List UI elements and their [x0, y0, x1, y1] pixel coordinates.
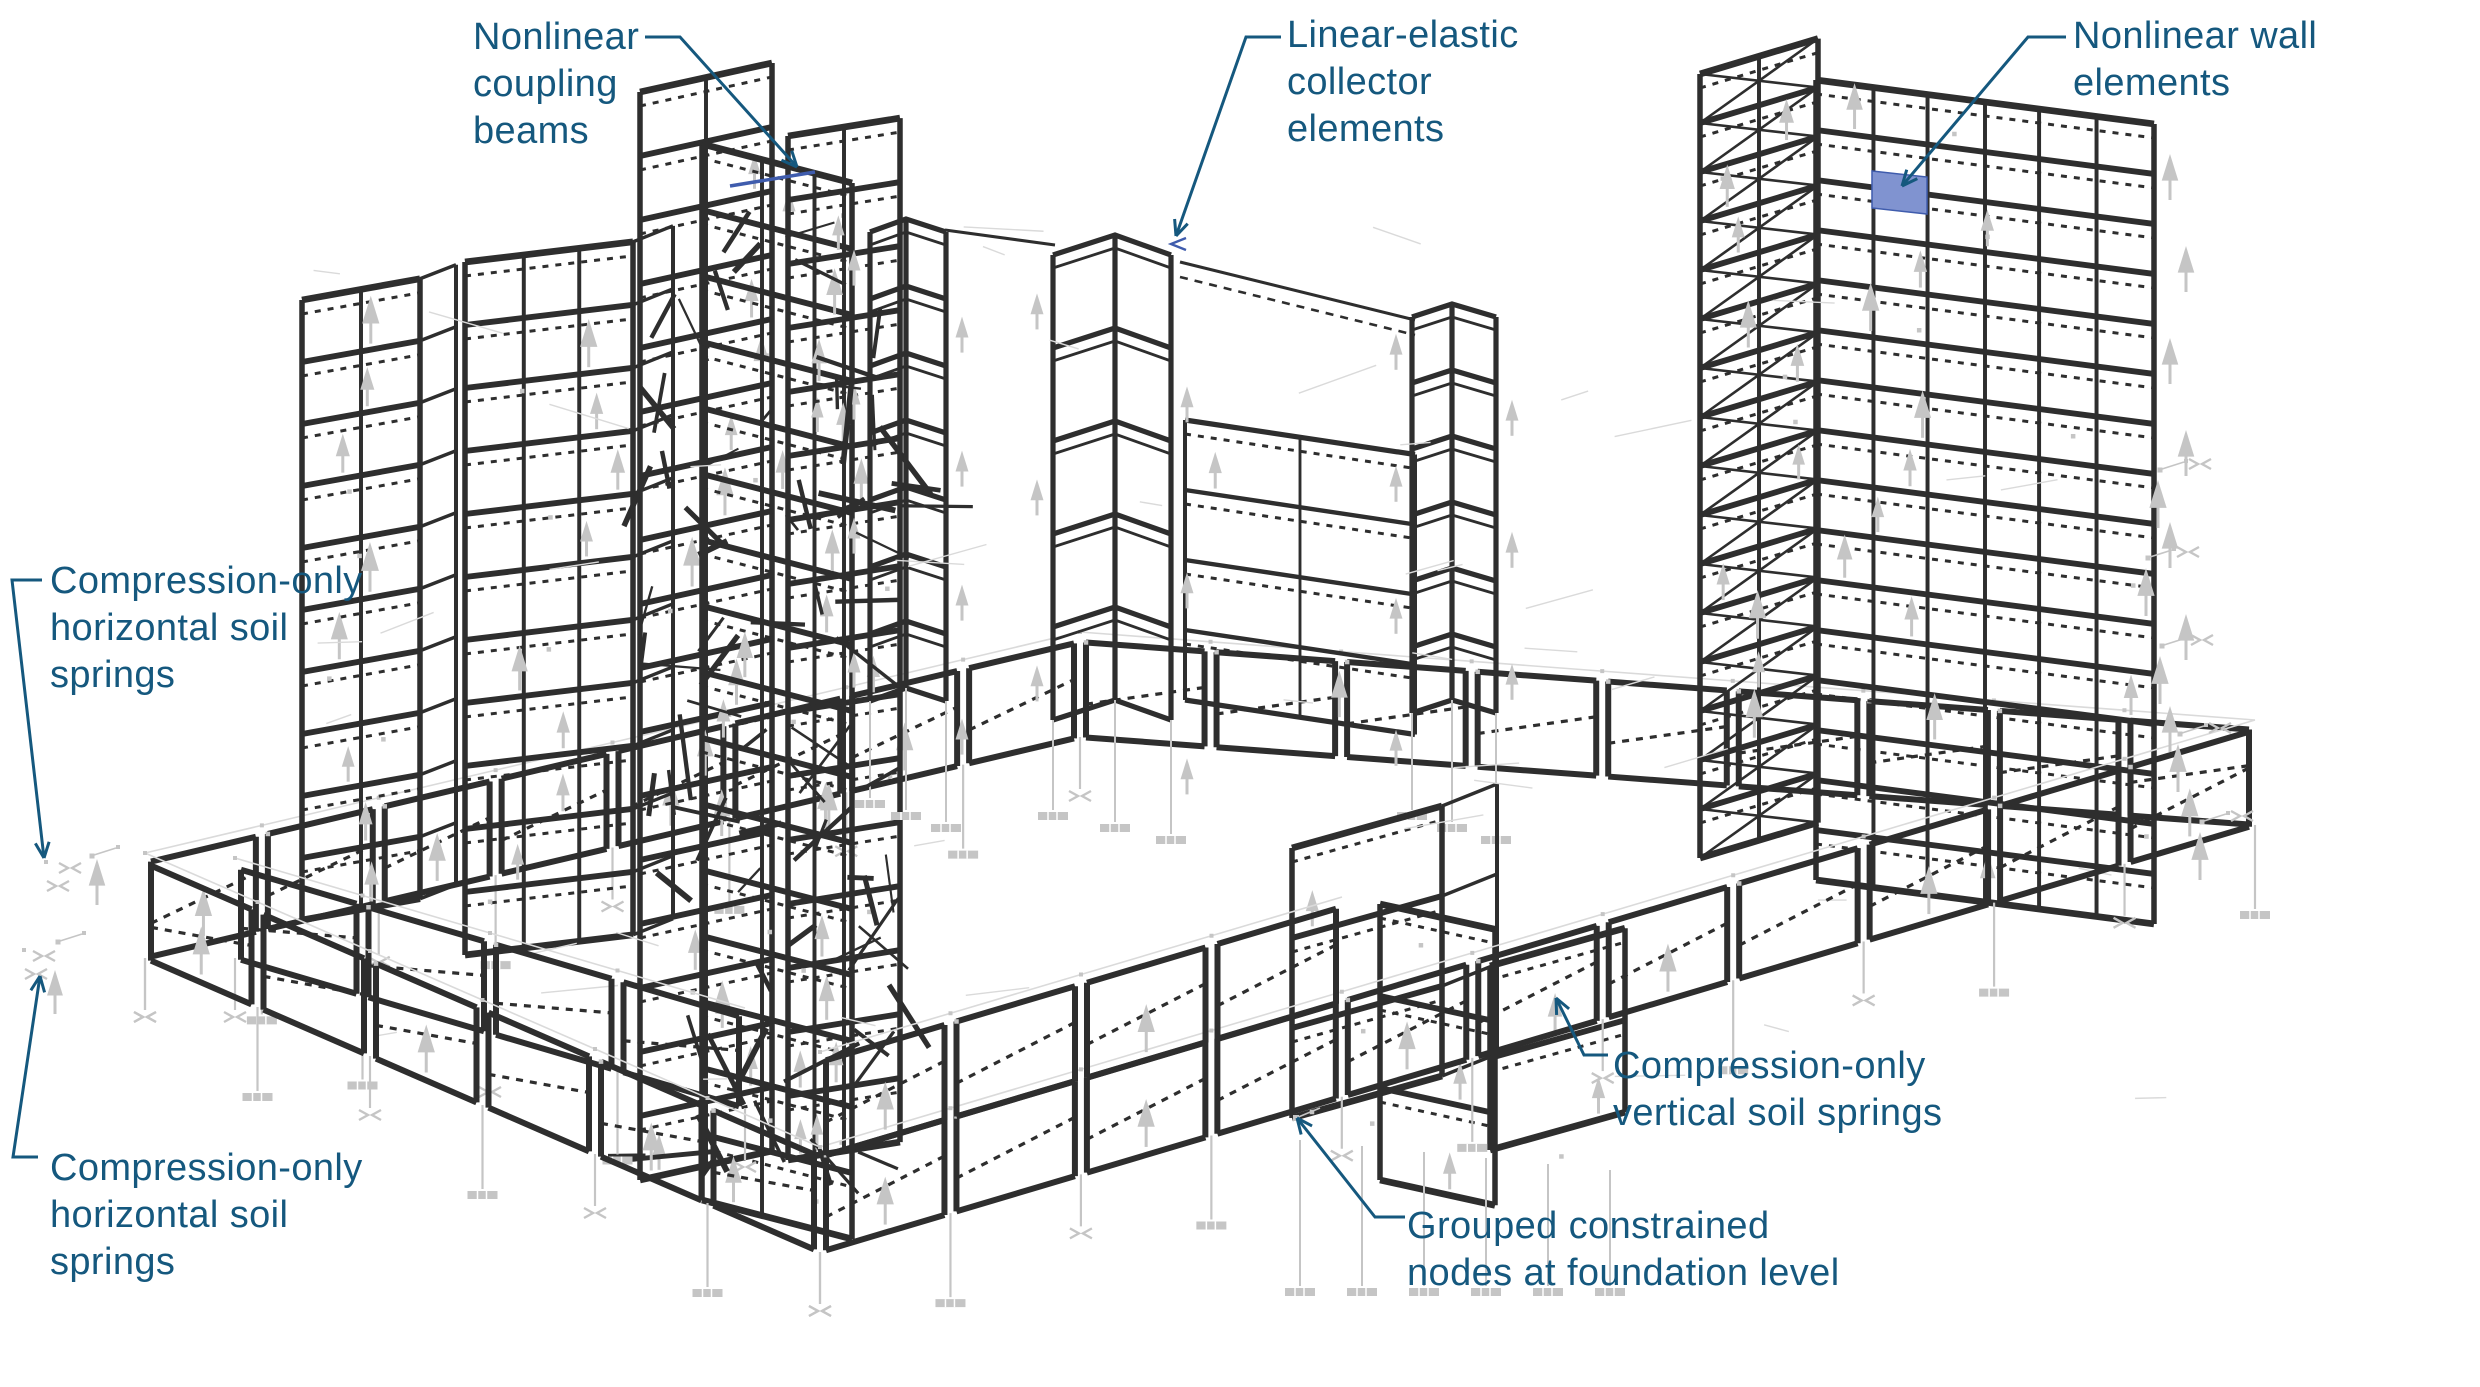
label-linear-elastic-collector-elements: Linear-elastic collector elements — [1287, 14, 1519, 150]
foundation-wall-front — [133, 719, 2270, 1318]
label-nonlinear-wall-elements: Nonlinear wall elements — [2073, 15, 2318, 104]
label-vertical-soil-springs: Compression-only vertical soil springs — [1613, 1045, 1943, 1134]
label-grouped-constrained-nodes: Grouped constrained nodes at foundation … — [1407, 1205, 1840, 1294]
core-infill — [313, 210, 2167, 1195]
towers — [299, 35, 2157, 1243]
leader-lines — [10, 35, 2066, 1219]
label-horizontal-soil-springs-upper: Compression-only horizontal soil springs — [50, 560, 363, 696]
label-horizontal-soil-springs-lower: Compression-only horizontal soil springs — [50, 1147, 363, 1283]
soil-spring-symbols — [22, 154, 2254, 1296]
label-nonlinear-coupling-beams: Nonlinear coupling beams — [473, 16, 640, 152]
annotation-graphics — [729, 170, 1928, 252]
